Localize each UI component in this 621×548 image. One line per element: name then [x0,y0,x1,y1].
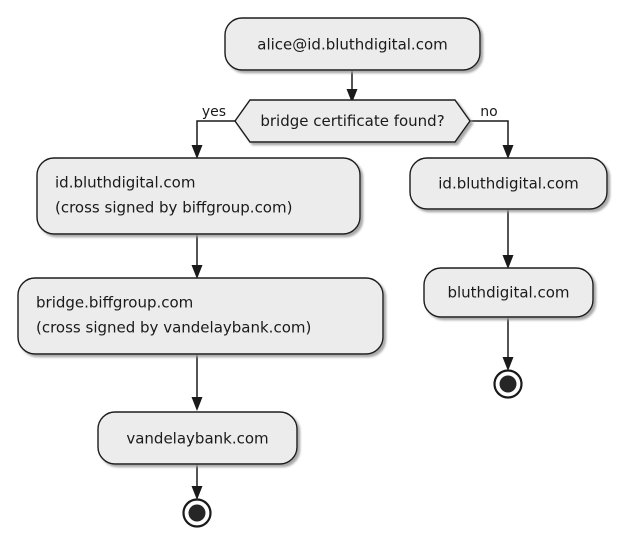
edge-left-2-to-3 [191,354,203,411]
branch-label-yes: yes [202,104,226,120]
node-final-state-right[interactable] [493,369,523,399]
node-yes-step-2[interactable]: bridge.biffgroup.com (cross signed by va… [17,277,384,355]
node-yes-step-3[interactable]: vandelaybank.com [97,411,298,465]
edge-left-3-to-final [191,464,203,500]
node-yes-step-1[interactable]: id.bluthdigital.com (cross signed by bif… [36,157,361,235]
node-no-step-1[interactable]: id.bluthdigital.com [409,157,608,210]
node-no-step-2-label: bluthdigital.com [447,284,569,302]
node-yes-step-2-line-2: (cross signed by vandelaybank.com) [36,319,311,337]
node-yes-step-1-line-1: id.bluthdigital.com [55,174,195,192]
branch-label-no: no [480,104,497,120]
node-decision[interactable]: bridge certificate found? [234,99,471,143]
node-decision-label: bridge certificate found? [260,112,444,130]
node-start-label: alice@id.bluthdigital.com [257,36,447,54]
edge-right-1-to-2 [502,209,514,269]
node-yes-step-3-label: vandelaybank.com [126,430,268,448]
node-yes-step-1-line-2: (cross signed by biffgroup.com) [55,199,292,217]
node-no-step-1-label: id.bluthdigital.com [438,175,578,193]
node-yes-step-2-line-1: bridge.biffgroup.com [36,294,193,312]
node-no-step-2[interactable]: bluthdigital.com [423,267,594,318]
edge-start-to-decision [346,70,358,103]
node-start-activity[interactable]: alice@id.bluthdigital.com [224,17,481,71]
node-final-state-left[interactable] [182,498,212,528]
edge-right-2-to-final [502,317,514,371]
edge-decision-no [470,120,514,159]
edge-decision-yes [191,120,235,159]
edge-left-1-to-2 [191,234,203,279]
